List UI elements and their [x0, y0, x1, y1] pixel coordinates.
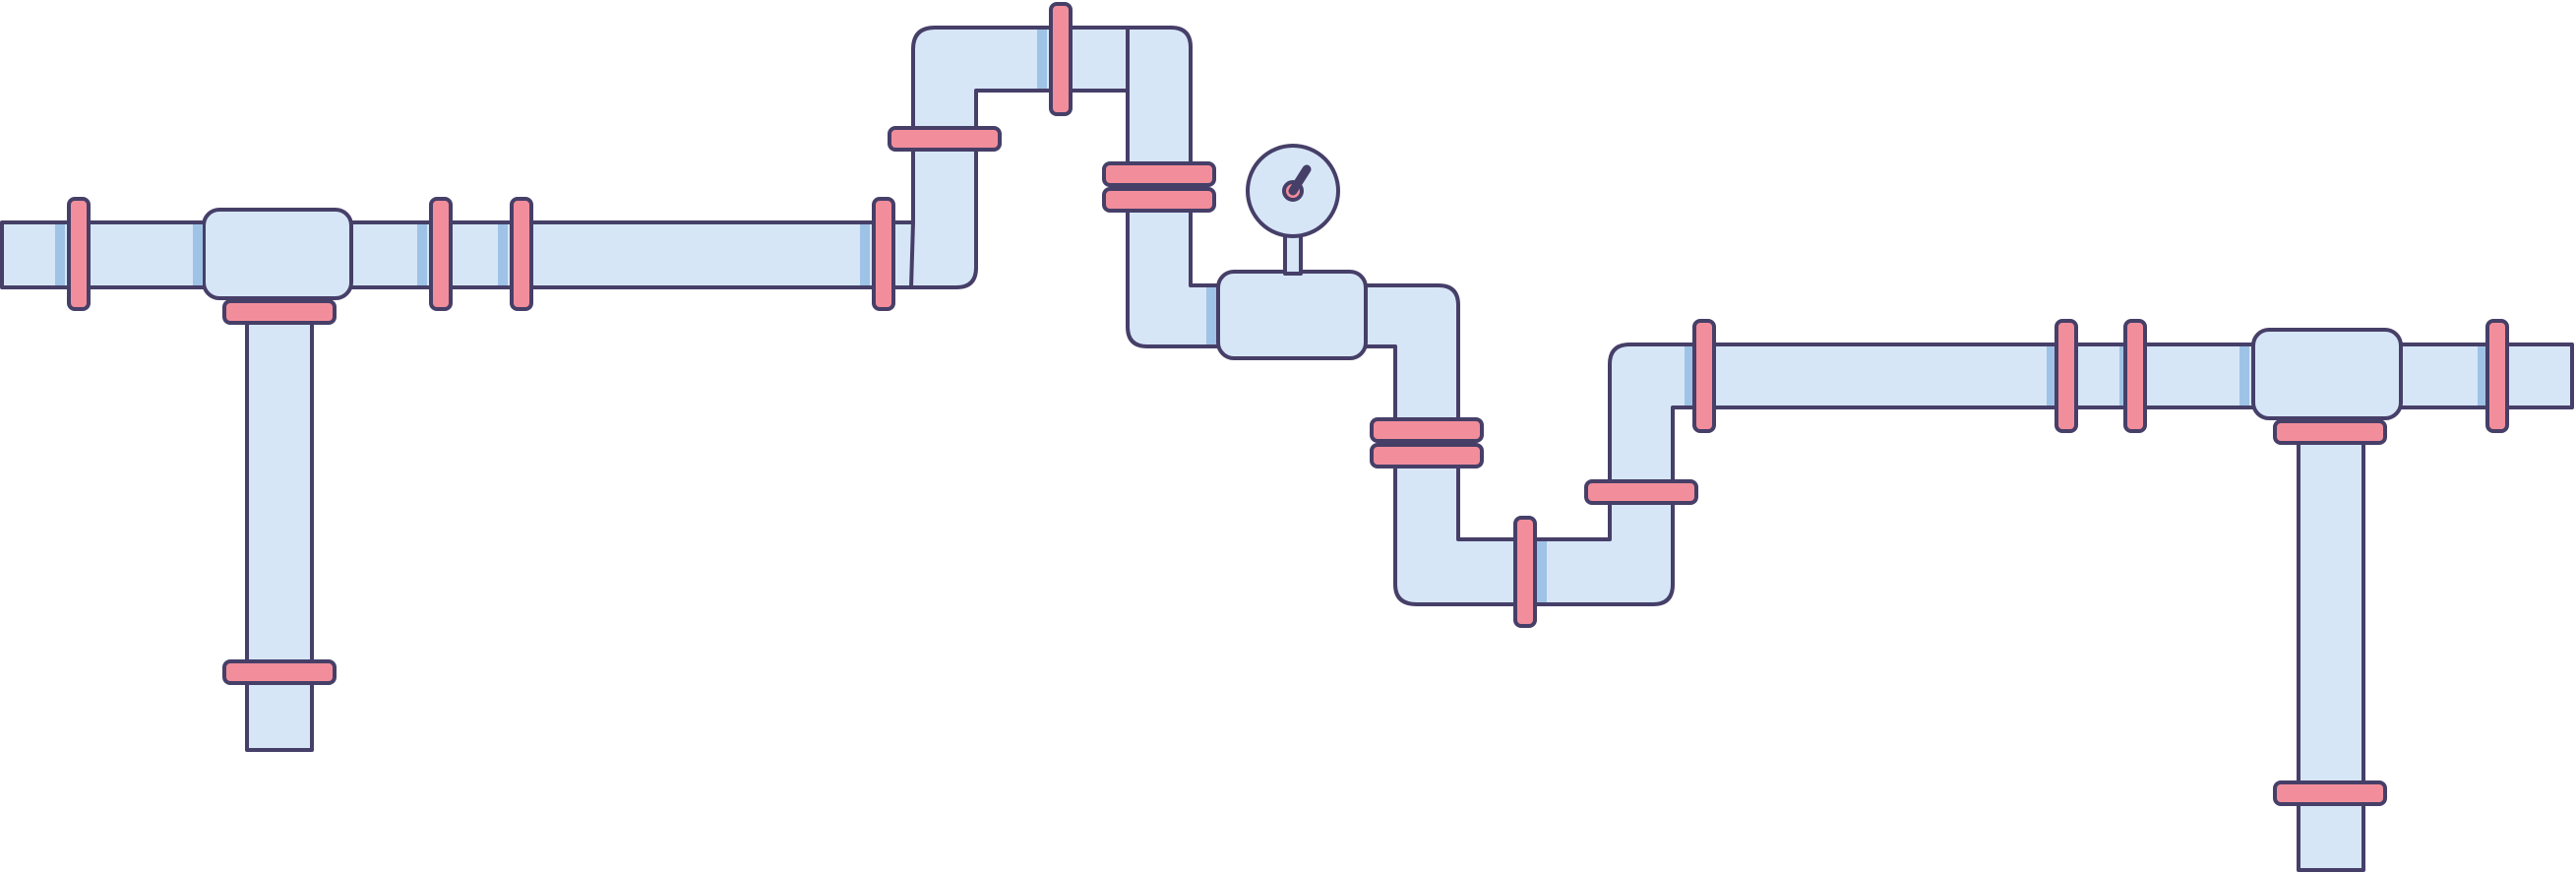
flange-ring [2485, 319, 2509, 433]
shade-mark [1537, 541, 1547, 602]
flange-ring [1692, 319, 1716, 433]
flange-ring [1584, 479, 1698, 505]
shade-mark [2047, 346, 2056, 405]
upper-riser-elbow [909, 26, 1130, 289]
shade-mark [1206, 287, 1216, 344]
pipe-layer [0, 26, 2574, 872]
flange-ring [2273, 419, 2387, 445]
flange-layer [67, 2, 2509, 806]
flange-ring [1102, 187, 1216, 213]
gauge-chamber [1216, 270, 1368, 360]
flange-ring [2055, 319, 2078, 433]
flange-ring [2273, 780, 2387, 806]
flange-ring [222, 299, 337, 325]
flange-ring [222, 659, 337, 685]
shade-mark [1037, 30, 1047, 89]
flange-ring [1370, 443, 1484, 468]
shade-mark [55, 224, 65, 285]
shade-mark [193, 224, 203, 285]
flange-ring [1102, 161, 1216, 187]
flange-ring [1370, 417, 1484, 443]
flange-ring [1513, 516, 1537, 628]
right-tee-joint [2251, 328, 2403, 420]
gauge-stem [1283, 232, 1303, 276]
pressure-gauge-icon [1246, 144, 1340, 238]
left-main-pipe [0, 220, 915, 289]
flange-ring [2123, 319, 2147, 433]
flange-ring [1049, 2, 1073, 116]
flange-ring [872, 197, 895, 311]
flange-ring [67, 197, 91, 311]
shade-mark [1685, 346, 1694, 405]
flange-ring [888, 126, 1002, 152]
flange-ring [510, 197, 533, 311]
shade-mark [2239, 346, 2249, 405]
shade-mark [2478, 346, 2487, 405]
flange-ring [429, 197, 453, 311]
shade-mark [498, 224, 508, 285]
shade-mark [417, 224, 427, 285]
shade-mark [860, 224, 870, 285]
left-tee-joint [202, 208, 353, 300]
